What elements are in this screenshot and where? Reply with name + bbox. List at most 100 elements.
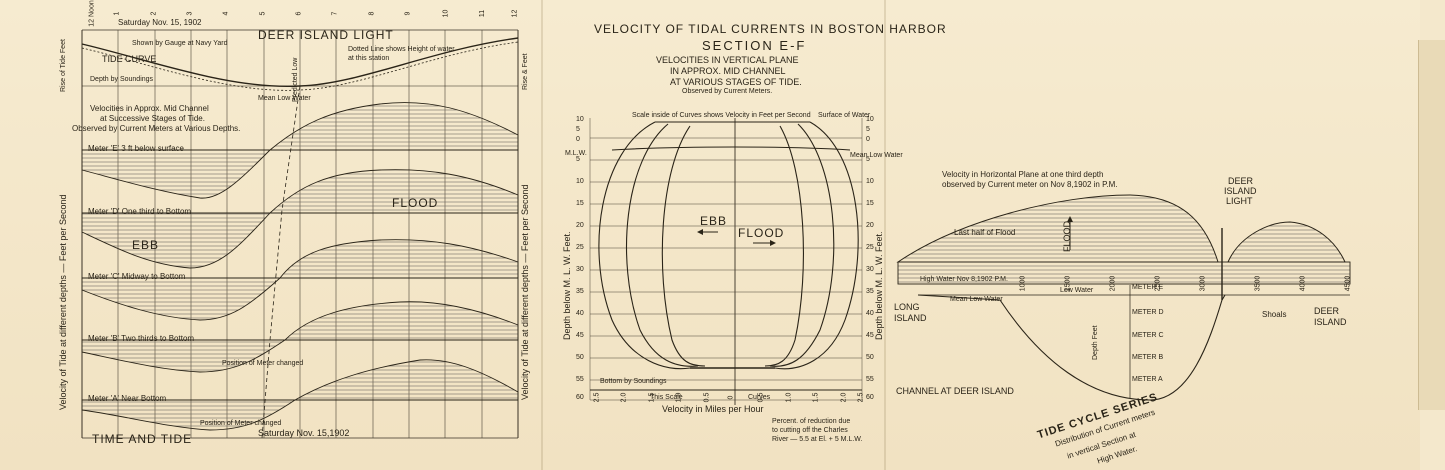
hour-tick: 8: [368, 11, 376, 16]
reduction-note-3: River — 5.5 at El. + 5 M.L.W.: [772, 436, 863, 443]
bottom-title: TIME AND TIDE: [92, 432, 193, 446]
depth-tick-left: 50: [576, 354, 584, 361]
flood-label-right: FLOOD: [1062, 220, 1072, 252]
hour-tick: 11: [479, 9, 487, 18]
meter-e-right: METER E: [1132, 284, 1164, 291]
y-axis-left: Velocity of Tide at different depths — F…: [58, 194, 68, 410]
bottom-note-3: Curves: [748, 394, 771, 401]
velocity-tick: 2.0: [620, 392, 628, 403]
center-subtitle-1: VELOCITIES IN VERTICAL PLANE: [656, 55, 799, 65]
flood-label-left: FLOOD: [392, 196, 439, 210]
station-title: DEER ISLAND LIGHT: [258, 28, 394, 42]
depth-tick-left: 5: [576, 156, 580, 163]
depth-tick-right: 25: [866, 244, 874, 251]
mean-low-water-center: Mean Low Water: [850, 152, 903, 159]
fold-line: [884, 0, 886, 470]
high-water-label: High Water Nov 8,1902 P.M.: [920, 276, 1008, 283]
hour-tick: 2: [150, 11, 158, 16]
depth-tick-left: 30: [576, 266, 584, 273]
main-title: VELOCITY OF TIDAL CURRENTS IN BOSTON HAR…: [594, 22, 947, 36]
hour-tick: 10: [442, 9, 450, 18]
hour-tick: 1: [113, 11, 121, 16]
depth-tick-left: 25: [576, 244, 584, 251]
meter-band-d: [81, 169, 519, 269]
velocity-tick: 0.5: [703, 392, 711, 403]
velocity-tick: 1.0: [785, 392, 793, 403]
velocity-tick: 1.5: [648, 392, 656, 403]
hour-tick: 3: [186, 11, 194, 16]
distance-tick: 3000: [1199, 275, 1207, 292]
channel-profile: [917, 294, 1226, 401]
depth-tick-right: 5: [866, 126, 870, 133]
distance-tick: 1000: [1019, 275, 1027, 292]
meter-e-label: Meter 'E' 3 ft below surface: [88, 144, 184, 153]
deer-island-2: ISLAND: [1314, 317, 1347, 327]
ebb-label-center: EBB: [700, 214, 728, 228]
ebb-arrow: [697, 229, 718, 235]
tide-curve-label: TIDE CURVE: [102, 54, 157, 64]
distance-tick: 3500: [1254, 275, 1262, 292]
depth-tick-left: 10: [576, 116, 584, 123]
depth-tick-right: 0: [866, 136, 870, 143]
center-left-axis: Depth below M. L. W. Feet.: [562, 231, 572, 340]
gauge-note: Shown by Gauge at Navy Yard: [132, 40, 228, 47]
meter-band-b: [81, 301, 519, 373]
depth-tick-left: 20: [576, 222, 584, 229]
meter-a-right: METER A: [1132, 376, 1163, 383]
bottom-soundings: Bottom by Soundings: [600, 378, 667, 385]
meter-band-a: [81, 359, 519, 431]
meter-c-right: METER C: [1132, 332, 1164, 339]
depth-soundings: Depth by Soundings: [90, 76, 154, 83]
ebb-label-left: EBB: [132, 238, 160, 252]
right-title-2: observed by Current meter on Nov 8,1902 …: [942, 180, 1118, 189]
velocity-tick: 1.0: [675, 392, 683, 403]
meter-band-c: [81, 239, 519, 321]
last-half-flood: Last half of Flood: [954, 228, 1016, 237]
distance-scale-bar: [897, 261, 1351, 285]
depth-tick-right: 40: [866, 310, 874, 317]
tide-curve-dotted: [81, 41, 519, 91]
depth-tick-right: 45: [866, 332, 874, 339]
deer-light-2: ISLAND: [1224, 186, 1257, 196]
meter-band-e: [81, 102, 519, 199]
velocity-axis: Velocity in Miles per Hour: [662, 404, 764, 414]
meter-c-label: Meter 'C' Midway to Bottom: [88, 272, 186, 281]
depth-tick-right: 60: [866, 394, 874, 401]
section-title: SECTION E-F: [702, 38, 807, 53]
center-curves: [598, 121, 859, 370]
distance-tick: 1500: [1064, 275, 1072, 292]
meter-a-label: Meter 'A' Near Bottom: [88, 394, 167, 403]
distance-tick: 2000: [1109, 275, 1117, 292]
mean-low-water-right: Mean Low Water: [950, 296, 1003, 303]
depth-tick-right: 55: [866, 376, 874, 383]
meter-d-label: Meter 'D' One third to Bottom: [88, 207, 192, 216]
depth-tick-right: 10: [866, 178, 874, 185]
mlw-label: M.L.W.: [565, 150, 587, 157]
depth-tick-left: 0: [576, 136, 580, 143]
channel-label: CHANNEL AT DEER ISLAND: [896, 386, 1014, 396]
left-heading-2: at Successive Stages of Tide.: [100, 114, 205, 123]
depth-tick-right: 35: [866, 288, 874, 295]
bottom-date: Saturday Nov. 15,1902: [258, 428, 350, 438]
depth-tick-right: 10: [866, 116, 874, 123]
date-top: Saturday Nov. 15, 1902: [118, 18, 202, 27]
center-subtitle-2: IN APPROX. MID CHANNEL: [670, 66, 786, 76]
hour-tick: 6: [295, 11, 303, 16]
depth-tick-right: 20: [866, 222, 874, 229]
deer-light-1: DEER: [1228, 176, 1254, 186]
velocity-tick: 0: [727, 395, 735, 400]
deer-island-1: DEER: [1314, 306, 1340, 316]
long-island-1: LONG: [894, 302, 920, 312]
distance-tick: 2500: [1154, 275, 1162, 292]
depth-tick-right: 50: [866, 354, 874, 361]
position-changed-1: Position of Meter changed: [222, 360, 304, 367]
surface-label: Surface of Water: [818, 112, 871, 119]
depth-tick-left: 60: [576, 394, 584, 401]
rise-right: Rise & Feet: [522, 53, 529, 90]
velocity-tick: 0.5: [757, 392, 765, 403]
hour-tick: 4: [222, 11, 230, 16]
depth-feet-label: Depth Feet: [1092, 325, 1099, 360]
velocity-tick: 2.5: [857, 392, 865, 403]
distance-tick: 4000: [1299, 275, 1307, 292]
